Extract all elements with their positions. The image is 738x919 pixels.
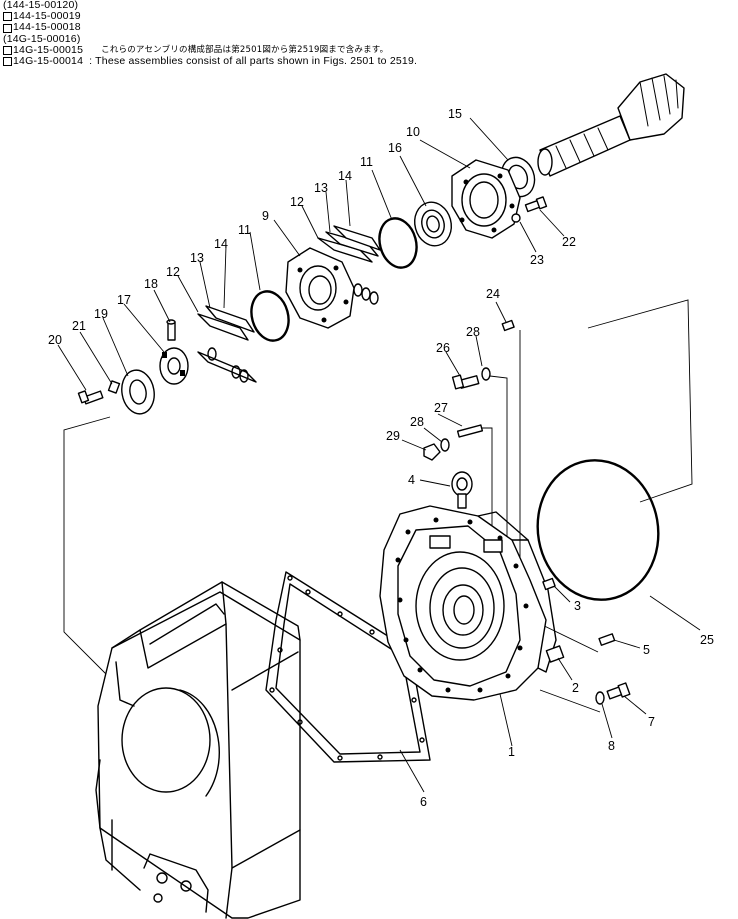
bolt	[524, 196, 548, 213]
callout-9: 9	[262, 209, 269, 223]
callout-2: 2	[572, 681, 579, 695]
callout-3: 3	[574, 599, 581, 613]
shim-set-lower	[197, 305, 257, 383]
bolt	[606, 682, 631, 700]
stud-bolt	[456, 424, 484, 438]
callout-5: 5	[643, 643, 650, 657]
callout-19: 19	[94, 307, 108, 321]
bevel-pinion-shaft	[537, 73, 685, 177]
callout-17: 17	[117, 293, 131, 307]
callout-11b: 11	[238, 223, 251, 237]
o-ring-large	[536, 459, 660, 601]
bolt	[166, 319, 176, 341]
callout-16: 16	[388, 141, 402, 155]
nut	[423, 443, 441, 461]
bolt	[451, 374, 480, 390]
part-code: 14G-15-00014	[13, 55, 84, 68]
header-line-5: 14G-15-00015 これらのアセンブリの構成部品は第2501図から第251…	[3, 43, 417, 56]
leader-lines	[57, 117, 701, 793]
header-line-2: 144-15-00019	[3, 10, 417, 23]
part-code: 144-15-00018	[13, 21, 81, 34]
bearing-retainer	[451, 159, 521, 239]
header-line-3: 144-15-00018	[3, 22, 417, 33]
o-ring	[250, 290, 290, 342]
checkbox-icon	[3, 45, 12, 55]
eye-bolt	[451, 471, 473, 509]
callout-26: 26	[436, 341, 450, 355]
callout-12: 12	[290, 195, 304, 209]
callout-18: 18	[144, 277, 158, 291]
washer	[511, 213, 521, 223]
callout-21: 21	[72, 319, 86, 333]
bolt	[77, 390, 104, 405]
callout-20: 20	[48, 333, 62, 347]
assembly-note-jp: これらのアセンブリの構成部品は第2501図から第2519図まで含みます。	[101, 44, 389, 55]
dowel-pin	[501, 319, 515, 332]
lock-plate	[121, 369, 155, 415]
washer	[595, 691, 605, 705]
header-line-1: (144-15-00120)	[3, 0, 417, 11]
callout-numbers: 1 2 3 4 5 6 7 8 9 10 11 11 12 12 13 13 1…	[48, 107, 714, 809]
plug	[545, 645, 565, 663]
callout-13: 13	[314, 181, 328, 195]
callout-15: 15	[448, 107, 462, 121]
callout-27: 27	[434, 401, 448, 415]
part-code: 144-15-00019	[13, 10, 81, 23]
header-line-4: (14G-15-00016)	[3, 32, 417, 45]
callout-4: 4	[408, 473, 415, 487]
shim-set-upper	[317, 225, 381, 305]
callout-10: 10	[406, 125, 420, 139]
callout-28b: 28	[410, 415, 424, 429]
part-code: 14G-15-00015	[13, 43, 84, 56]
callout-7: 7	[648, 715, 655, 729]
washer	[107, 380, 121, 394]
callout-12b: 12	[166, 265, 180, 279]
part-code: (144-15-00120)	[3, 0, 79, 11]
washer	[440, 438, 450, 452]
header-line-6: 14G-15-00014 : These assemblies consist …	[3, 55, 418, 68]
assembly-header: (144-15-00120) 144-15-00019 144-15-00018…	[3, 0, 417, 67]
checkbox-icon	[3, 23, 12, 33]
callout-24: 24	[486, 287, 500, 301]
checkbox-icon	[3, 12, 12, 22]
callout-14b: 14	[214, 237, 228, 251]
callout-8: 8	[608, 739, 615, 753]
callout-22: 22	[562, 235, 576, 249]
dowel-pin	[598, 633, 616, 646]
checkbox-icon	[3, 57, 12, 67]
transmission-cover	[379, 505, 557, 701]
part-code: (14G-15-00016)	[3, 32, 81, 45]
bearing-cage	[285, 247, 355, 329]
callout-6: 6	[420, 795, 427, 809]
callout-29: 29	[386, 429, 400, 443]
callout-11: 11	[360, 155, 373, 169]
washer	[481, 367, 491, 381]
callout-25: 25	[700, 633, 714, 647]
callout-23: 23	[530, 253, 544, 267]
callout-1: 1	[508, 745, 515, 759]
ball-bearing	[414, 201, 452, 247]
transmission-case	[95, 581, 301, 919]
assembly-note-en: : These assemblies consist of all parts …	[89, 55, 418, 68]
callout-13b: 13	[190, 251, 204, 265]
callout-14: 14	[338, 169, 352, 183]
callout-28: 28	[466, 325, 480, 339]
lock-nut	[159, 347, 189, 385]
plug	[542, 577, 556, 591]
